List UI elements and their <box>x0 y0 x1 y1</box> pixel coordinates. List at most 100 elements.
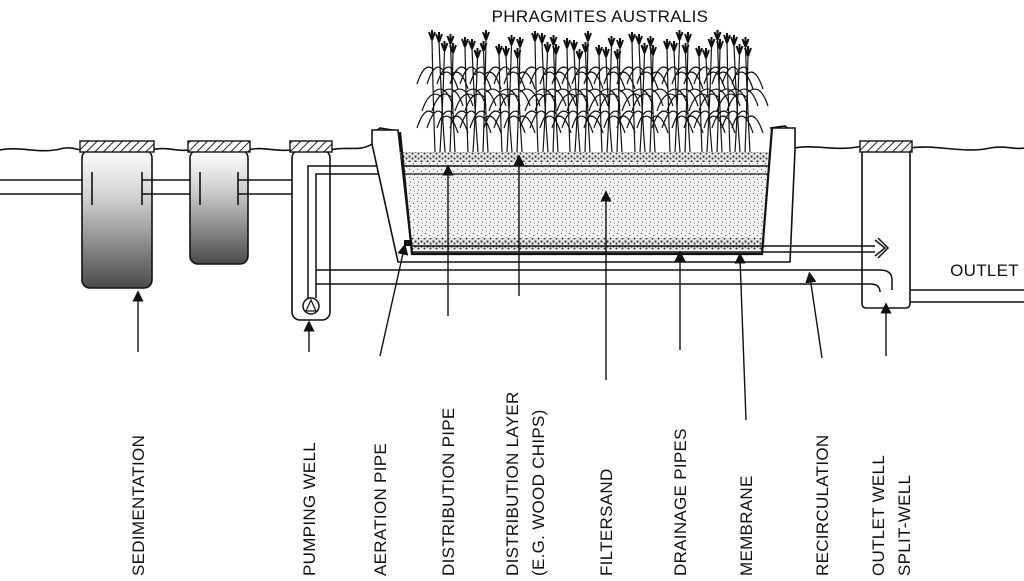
reed-leaf <box>721 110 739 129</box>
reed-leaf <box>503 110 521 129</box>
reed-leaf <box>661 110 679 129</box>
reed-plume <box>570 40 578 51</box>
reed-plume <box>482 30 490 41</box>
reed-stem <box>584 51 591 153</box>
reed-stem <box>716 39 723 153</box>
reed-leaf <box>666 93 687 112</box>
reed-stem <box>574 58 581 153</box>
reed-leaf <box>683 110 702 129</box>
reed-leaf <box>508 115 526 134</box>
sedimentation-tank-1 <box>79 140 155 289</box>
reed-leaf <box>483 66 502 85</box>
reed-plume <box>468 39 476 50</box>
reed-plume <box>723 33 731 44</box>
reed-plume <box>531 31 539 42</box>
reed-leaf <box>539 110 557 129</box>
reed-plume <box>446 34 455 45</box>
reed-leaf <box>619 88 641 107</box>
reed-leaf <box>736 115 754 134</box>
reed-plume <box>730 35 738 46</box>
reed-stem <box>733 44 741 153</box>
reed-plume <box>695 46 703 57</box>
reeds-phragmites <box>416 30 769 153</box>
reed-leaf <box>431 93 452 112</box>
reed-leaf <box>651 110 670 129</box>
reed-stem <box>706 46 713 153</box>
reed-plume <box>635 34 643 45</box>
reed-plume <box>584 31 592 42</box>
sedimentation-tank-2 <box>187 140 251 265</box>
reed-leaf <box>498 93 519 112</box>
reed-stem <box>598 54 603 153</box>
distribution-layer <box>400 152 770 162</box>
reed-stem <box>482 50 489 153</box>
leader-lines <box>132 154 892 421</box>
reed-stem <box>541 42 549 153</box>
reed-leaf <box>474 115 492 134</box>
aeration-pipe <box>404 240 412 246</box>
reed-stem <box>542 51 549 153</box>
reed-leaf <box>503 66 521 85</box>
reed-plume <box>428 30 436 41</box>
reed-leaf <box>474 71 492 90</box>
reed-leaf <box>519 66 538 85</box>
reed-leaf <box>737 88 759 107</box>
reed-leaf <box>576 115 594 134</box>
label-filtersand: FILTERSAND <box>597 468 616 576</box>
reed-plume <box>575 49 584 60</box>
reed-leaf <box>529 66 547 85</box>
reed-leaf <box>593 110 611 129</box>
reed-leaf <box>426 66 444 85</box>
reed-stem <box>534 40 539 153</box>
reed-leaf <box>475 88 497 107</box>
inlet-pipe <box>0 179 92 195</box>
reed-leaf <box>442 88 464 107</box>
reed-leaf <box>671 110 689 129</box>
reed-plume <box>735 44 744 55</box>
leader-membrane <box>734 252 747 421</box>
reed-stem <box>573 49 581 153</box>
reed-leaf <box>651 66 670 85</box>
reed-stem <box>684 52 691 153</box>
reed-leaf <box>677 88 699 107</box>
reed-plume <box>681 43 690 54</box>
reed-plume <box>581 42 590 53</box>
pumping-well <box>289 140 404 321</box>
reed-plume <box>473 48 482 59</box>
reed-stem <box>734 53 741 153</box>
reed-leaf <box>676 115 694 134</box>
reed-leaf <box>483 110 502 129</box>
reed-leaf <box>703 66 721 85</box>
reed-leaf <box>626 110 644 129</box>
reed-plume <box>516 37 524 48</box>
reed-leaf <box>661 66 679 85</box>
reed-stem <box>505 55 513 153</box>
reed-leaf <box>566 93 587 112</box>
reed-leaf <box>436 66 454 85</box>
reed-leaf <box>598 93 619 112</box>
reed-plume <box>461 37 469 48</box>
reed-leaf <box>483 71 502 90</box>
label-distribution-layer-sub: (E.G. WOOD CHIPS) <box>529 409 548 576</box>
reed-plume <box>707 37 716 48</box>
reed-plume <box>684 32 692 43</box>
reed-stem <box>552 44 559 153</box>
reed-plume <box>543 42 552 53</box>
reed-leaf <box>452 88 474 107</box>
reed-plume <box>640 43 649 54</box>
reed-leaf <box>687 88 709 107</box>
reed-leaf <box>449 110 468 129</box>
reed-leaf <box>683 66 702 85</box>
reed-leaf <box>731 110 749 129</box>
reed-leaf <box>676 71 694 90</box>
reed-leaf <box>583 66 602 85</box>
reed-leaf <box>441 71 459 90</box>
reed-leaf <box>626 66 644 85</box>
reed-plume <box>479 41 488 52</box>
leader-aeration-pipe <box>379 243 409 357</box>
reed-plume <box>741 37 750 48</box>
reed-leaf <box>539 66 557 85</box>
reed-leaf <box>736 71 754 90</box>
reed-leaf <box>609 88 631 107</box>
reed-leaf <box>693 110 711 129</box>
